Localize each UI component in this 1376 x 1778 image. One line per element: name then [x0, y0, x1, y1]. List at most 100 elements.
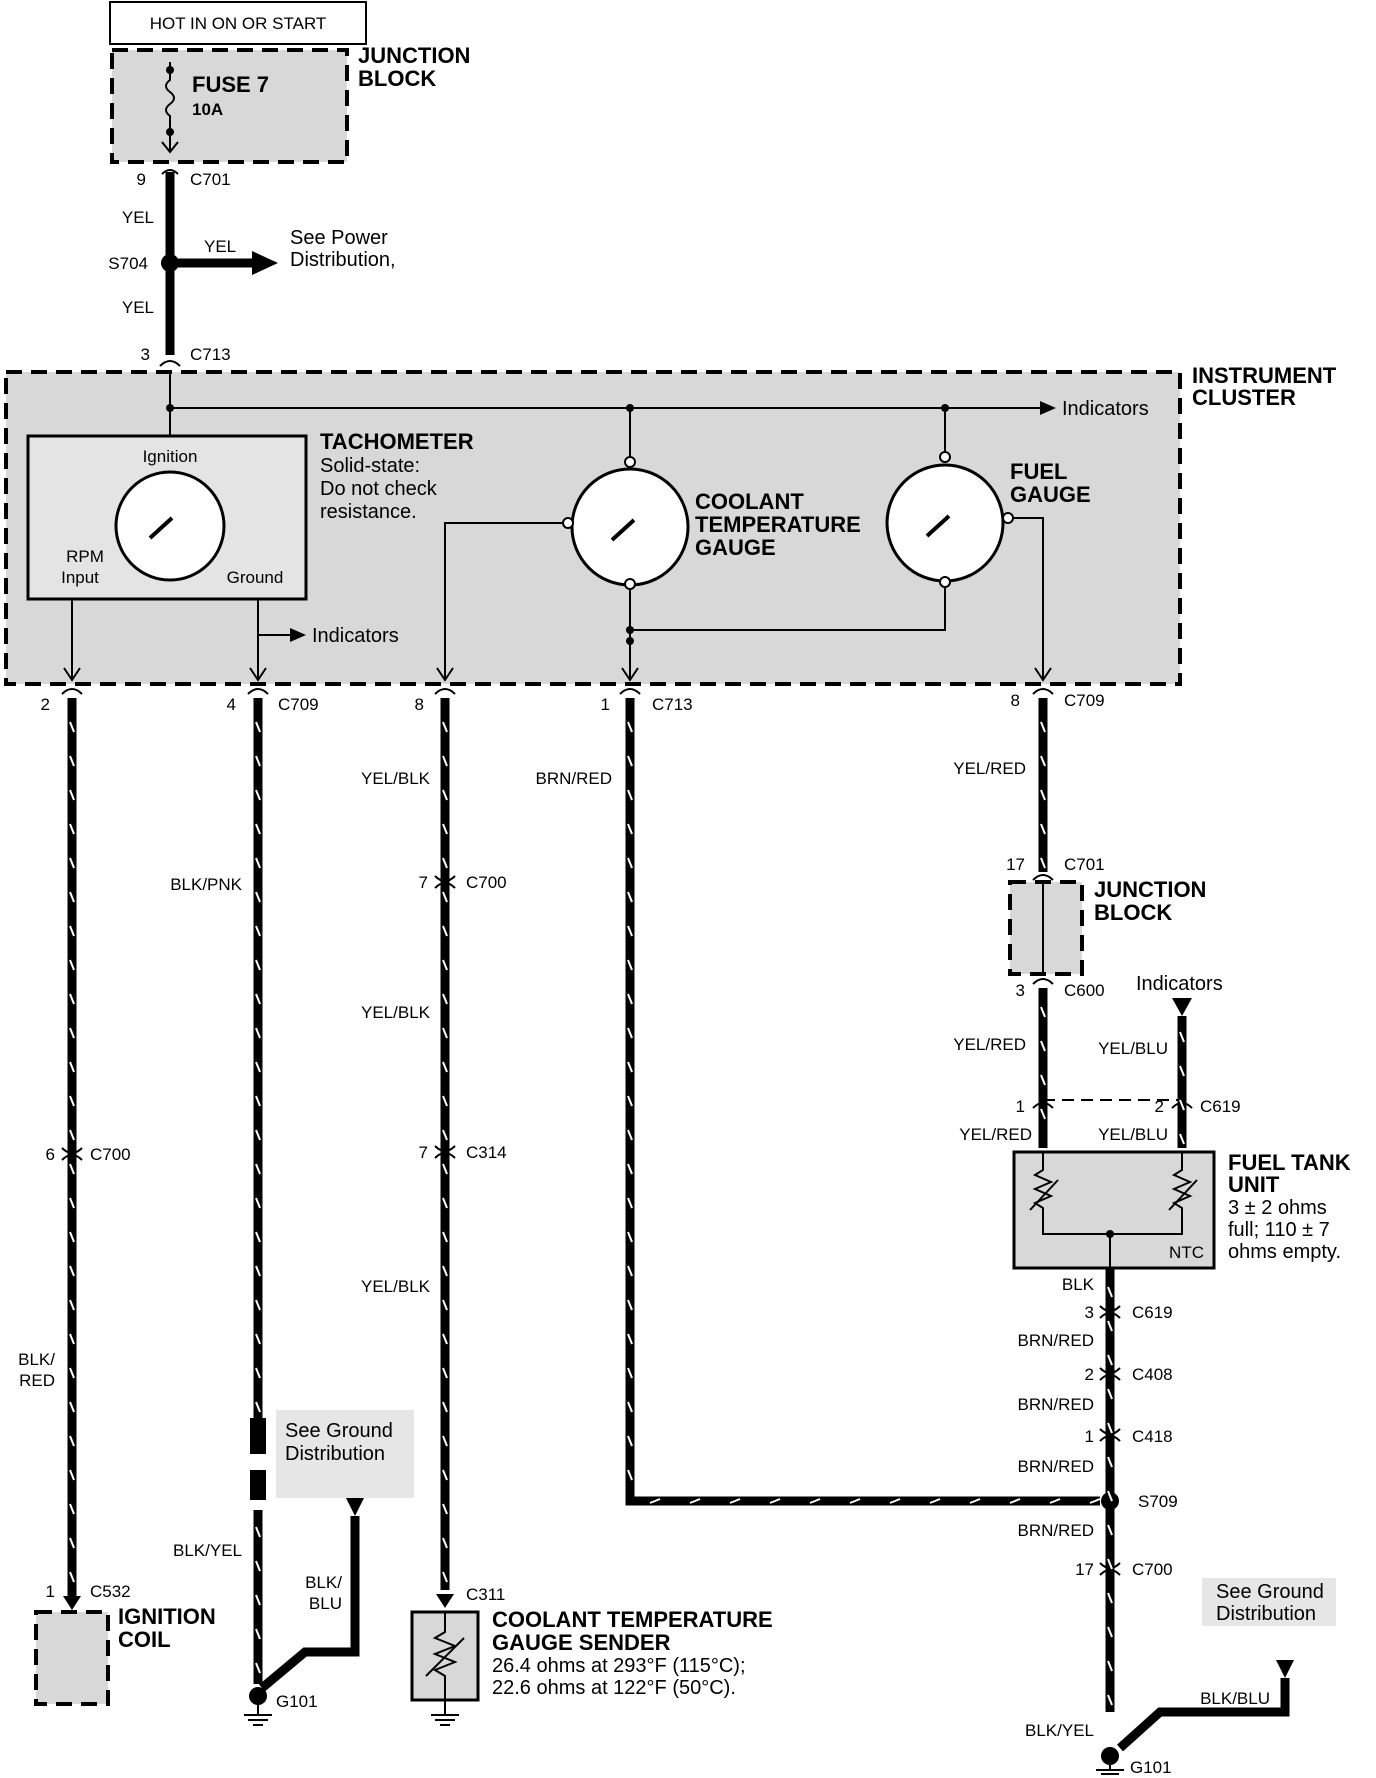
c619-pin-1: 1 [1016, 1097, 1025, 1116]
splice-s709-label: S709 [1138, 1492, 1178, 1511]
ntc-label: NTC [1169, 1243, 1204, 1262]
wire-stripe [255, 1662, 261, 1674]
wire-stripe [1049, 1498, 1061, 1504]
wire-stripe [1107, 1388, 1113, 1400]
col3-wire-1: YEL/BLK [361, 769, 431, 788]
col5-brnred-3: BRN/RED [1017, 1457, 1094, 1476]
wire-stripe [255, 1231, 261, 1243]
wire-stripe [69, 1333, 75, 1345]
wire-stripe [1107, 1728, 1113, 1740]
col5-wire-2: YEL/RED [953, 1035, 1026, 1054]
wire-stripe [442, 857, 448, 869]
wire-stripe [769, 1498, 781, 1504]
wire-stripe [69, 1299, 75, 1311]
wire-stripe [627, 1333, 633, 1345]
junction-block-top-title-2: BLOCK [358, 66, 436, 91]
wire-stripe [1040, 721, 1046, 733]
wire-stripe [1107, 1422, 1113, 1434]
feed-wire-color-2: YEL [122, 298, 154, 317]
tank-spec-2: full; 110 ± 7 [1228, 1219, 1330, 1241]
wire-stripe [627, 721, 633, 733]
c418-pin: 1 [1085, 1427, 1094, 1446]
wire-stripe [627, 1163, 633, 1175]
wire-stripe [255, 1163, 261, 1175]
c709-pin-8-mid: 8 [415, 695, 424, 714]
wire-stripe [689, 1498, 701, 1504]
wire-stripe [929, 1498, 941, 1504]
tach-note-1: Solid-state: [320, 455, 420, 477]
see-power-2: Distribution, [290, 249, 396, 271]
wire-stripe [1107, 1286, 1113, 1298]
wire-stripe [1040, 1040, 1046, 1052]
wire-stripe [627, 925, 633, 937]
wire-stripe [1107, 1694, 1113, 1706]
wire-stripe [1040, 755, 1046, 767]
wire-stripe [69, 1571, 75, 1583]
wire-stripe [69, 1129, 75, 1141]
wire-stripe [627, 1265, 633, 1277]
col1-c700-pin: 6 [46, 1145, 55, 1164]
wire-stripe [442, 1061, 448, 1073]
hot-label: HOT IN ON OR START [150, 14, 327, 33]
tach-rpm-1: RPM [66, 547, 104, 566]
wire-stripe [627, 1299, 633, 1311]
wire-stripe [255, 721, 261, 733]
c619-pin-2: 2 [1155, 1097, 1164, 1116]
col5-c701-pin: 17 [1006, 855, 1025, 874]
wire-stripe [255, 959, 261, 971]
col3-c700-pin: 7 [419, 873, 428, 892]
tank-title-1: FUEL TANK [1228, 1150, 1351, 1175]
wire-stripe [442, 1469, 448, 1481]
wire-stripe [1107, 1660, 1113, 1672]
cluster-title-1: INSTRUMENT [1192, 363, 1337, 388]
splice-s704 [161, 254, 179, 272]
wire-stripe [255, 1333, 261, 1345]
indicators-top: Indicators [1062, 398, 1149, 420]
wire-stripe [442, 925, 448, 937]
coolant-title-1: COOLANT [695, 489, 804, 514]
connector-c701-top [161, 169, 179, 175]
wire-stripe [255, 1299, 261, 1311]
coolant-gauge-dial [570, 467, 690, 587]
tach-ignition: Ignition [143, 447, 198, 466]
sender-title-2: GAUGE SENDER [492, 1630, 671, 1655]
col5-wire-blu: YEL/BLU [1098, 1039, 1168, 1058]
wire-stripe [627, 1231, 633, 1243]
wire-stripe [442, 1197, 448, 1209]
wire-stripe [442, 755, 448, 767]
wire-stripe [69, 1061, 75, 1073]
indicators-mid: Indicators [312, 625, 399, 647]
hot-label-box [109, 1, 367, 45]
jb-right-title-2: BLOCK [1094, 900, 1172, 925]
sender-spec-1: 26.4 ohms at 293°F (115°C); [492, 1655, 746, 1677]
wire-blk-blu-left [259, 1516, 360, 1692]
wire-stripe [442, 1027, 448, 1039]
wire-stripe [255, 891, 261, 903]
col5-c700-pin: 17 [1075, 1560, 1094, 1579]
wire-stripe [1009, 1498, 1021, 1504]
wire-brn-red-ground [625, 698, 1100, 1506]
c709-pin-2: 2 [41, 695, 50, 714]
tachometer-dial [114, 470, 226, 582]
col3-c314-label: C314 [466, 1143, 507, 1162]
wire-stripe [649, 1498, 661, 1504]
col5-c701-label: C701 [1064, 855, 1105, 874]
wire-stripe [627, 1095, 633, 1107]
wire-stripe [69, 755, 75, 767]
fuse-symbol [165, 62, 175, 132]
g101-right-label: G101 [1130, 1758, 1172, 1777]
wire-stripe [255, 1027, 261, 1039]
see-power-arrow [252, 251, 278, 275]
wire-stripe [69, 1503, 75, 1515]
coil-title-2: COIL [118, 1627, 171, 1652]
fuel-title-2: GAUGE [1010, 482, 1091, 507]
wire-stripe [442, 1435, 448, 1447]
wire-stripe [627, 857, 633, 869]
wire-stripe [69, 1401, 75, 1413]
feed-wire-color-1: YEL [122, 208, 154, 227]
wire-stripe [729, 1498, 741, 1504]
splice-s709 [1101, 1492, 1119, 1510]
wire-stripe [1179, 1031, 1185, 1043]
wire-stripe [1040, 823, 1046, 835]
